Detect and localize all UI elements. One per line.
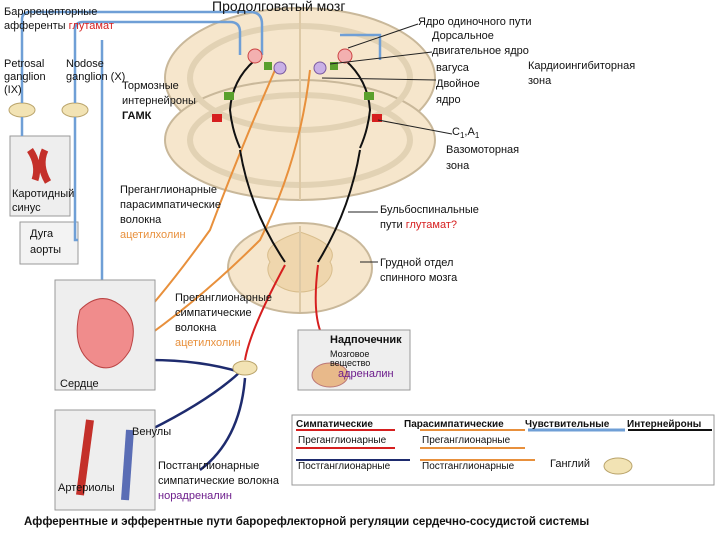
label-inhibitory-1: Тормозные [122,80,179,92]
legend-pre-para: Преганглионарные [422,435,511,446]
label-adrenal: Надпочечник [330,334,402,346]
label-glutamate-q: глутамат? [405,219,458,231]
arteriole-image [76,419,94,496]
legend [291,414,715,486]
label-postgang-2: симпатические волокна [158,475,279,487]
bulbospinal-text: пути [380,219,403,231]
legend-parasympathetic: Парасимпатические [404,419,504,430]
legend-post-sym: Постганглионарные [298,461,391,472]
legend-interneurons: Интернейроны [627,419,702,430]
legend-pre-sym: Преганглионарные [298,435,387,446]
label-afferents: афференты глутамат [4,20,114,33]
spinal-cord-section [227,222,373,314]
label-nodose-2: ganglion (X) [66,71,126,83]
label-pregang-sym-2: симпатические [175,307,252,319]
label-dorsal-2: двигательное ядро [432,45,529,57]
label-aortic-1: Дуга [30,228,54,240]
label-thoracic-2: спинного мозга [380,272,458,284]
label-c1a1: C1,A1 [452,126,479,142]
venule-image [121,429,134,501]
label-postgang-1: Постганглионарные [158,460,260,472]
label-thoracic-1: Грудной отдел [380,257,454,269]
label-cardioinhib-2: зона [528,75,552,87]
label-petrosal-1: Petrosal [4,58,45,70]
label-pregang-para-1: Преганглионарные [120,184,217,196]
label-cardioinhib-1: Кардиоингибиторная [528,60,636,72]
label-nts: Ядро одиночного пути [418,16,532,28]
legend-post-para: Постганглионарные [422,461,515,472]
c1a1-c: C [452,126,460,138]
label-pregang-para-3: волокна [120,214,162,226]
label-afferents-text: афференты [4,20,66,32]
caption: Афферентные и эфферентные пути барорефле… [24,516,590,528]
c1a1-sub2: 1 [474,131,480,141]
label-vasomotor-1: Вазомоторная [446,144,520,156]
label-gaba: ГАМК [122,110,152,122]
label-heart: Сердце [60,378,99,390]
label-ambiguus-2: ядро [436,94,461,106]
label-dorsal-1: Дорсальное [432,30,494,42]
label-pregang-para-2: парасимпатические [120,199,221,211]
label-carotid-2: синус [12,202,41,214]
petrosal-ganglion [8,102,36,118]
label-adrenaline: адреналин [338,368,394,380]
label-petrosal-3: (IX) [4,84,22,96]
label-acetylcholine-para: ацетилхолин [120,229,186,241]
aortic-box [19,221,79,265]
legend-ganglion: Ганглий [550,458,591,470]
label-glutamate: глутамат [68,20,114,32]
medulla-section [164,7,436,201]
label-bulbospinal-2: пути глутамат? [380,219,457,232]
sympathetic-ganglion [232,360,258,376]
medulla-title: Продолговатый мозг [212,0,346,14]
legend-sympathetic: Симпатические [296,419,373,430]
carotid-sinus-image [27,148,52,184]
vessels-box [54,409,156,511]
label-nodose-1: Nodose [66,58,104,70]
label-medulla-sub-2: вещество [330,358,371,368]
label-acetylcholine-sym: ацетилхолин [175,337,241,349]
legend-sensory: Чувствительные [525,419,610,430]
pointer-lines [321,23,453,263]
interneuron-pathways [228,59,372,263]
label-ambiguus-1: Двойное [436,78,480,90]
carotid-box [9,135,71,217]
c1a1-a: ,A [464,126,475,138]
label-aortic-2: аорты [30,244,62,256]
label-bulbospinal-1: Бульбоспинальные [380,204,479,216]
nodose-ganglion [61,102,89,118]
adrenal-image [311,362,349,388]
label-inhibitory-2: интернейроны [122,95,196,107]
label-petrosal-2: ganglion [4,71,46,83]
label-venules: Венулы [132,426,172,438]
label-pregang-sym-3: волокна [175,322,217,334]
sympathetic-post-pathways [149,358,247,471]
heart-image [76,298,134,369]
label-dorsal-3: вагуса [436,62,469,74]
label-medulla-sub-1: Мозговое [330,349,370,359]
nuclei-markers [212,48,382,122]
label-baroreceptor: Барорецепторные [4,6,98,18]
label-vasomotor-2: зона [446,160,470,172]
label-noradrenaline: норадреналин [158,490,232,502]
label-arterioles: Артериолы [58,482,115,494]
label-pregang-sym-1: Преганглионарные [175,292,272,304]
c1a1-sub1: 1 [459,131,465,141]
label-carotid-1: Каротидный [12,188,75,200]
